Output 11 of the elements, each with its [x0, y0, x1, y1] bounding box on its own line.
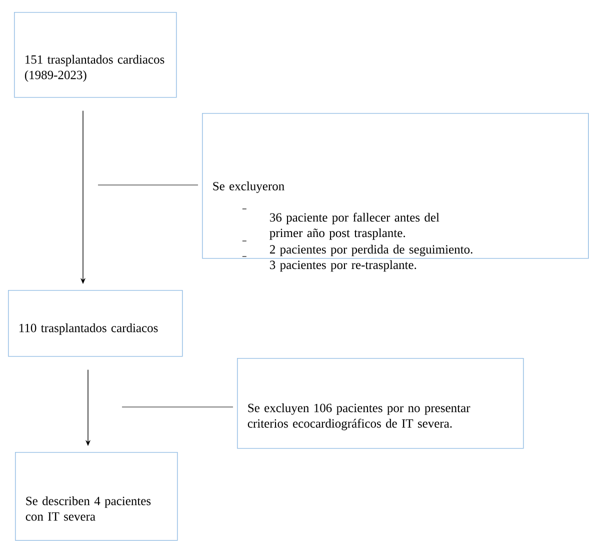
- list-item: 2 pacientes por perdida de seguimiento.: [270, 244, 472, 256]
- process-box: Se describen 4 pacientes con IT severa: [15, 452, 178, 541]
- list-item: 3 pacientes por re-trasplante.: [270, 260, 416, 272]
- process-box: 110 trasplantados cardiacos: [8, 290, 183, 357]
- process-box: 151 trasplantados cardiacos (1989-2023): [14, 12, 177, 98]
- exclusion-box: [202, 113, 589, 272]
- box-heading: Se excluyeron: [213, 182, 284, 193]
- exclusion-box: Se excluyen 106 pacientes por no presentar criterios ecocardiográficos de IT severa.: [237, 358, 524, 449]
- connector-line: [122, 406, 234, 408]
- connector-line: [98, 184, 198, 186]
- list-item: 36 paciente por fallecer antes del primer año post trasplante.: [270, 212, 440, 240]
